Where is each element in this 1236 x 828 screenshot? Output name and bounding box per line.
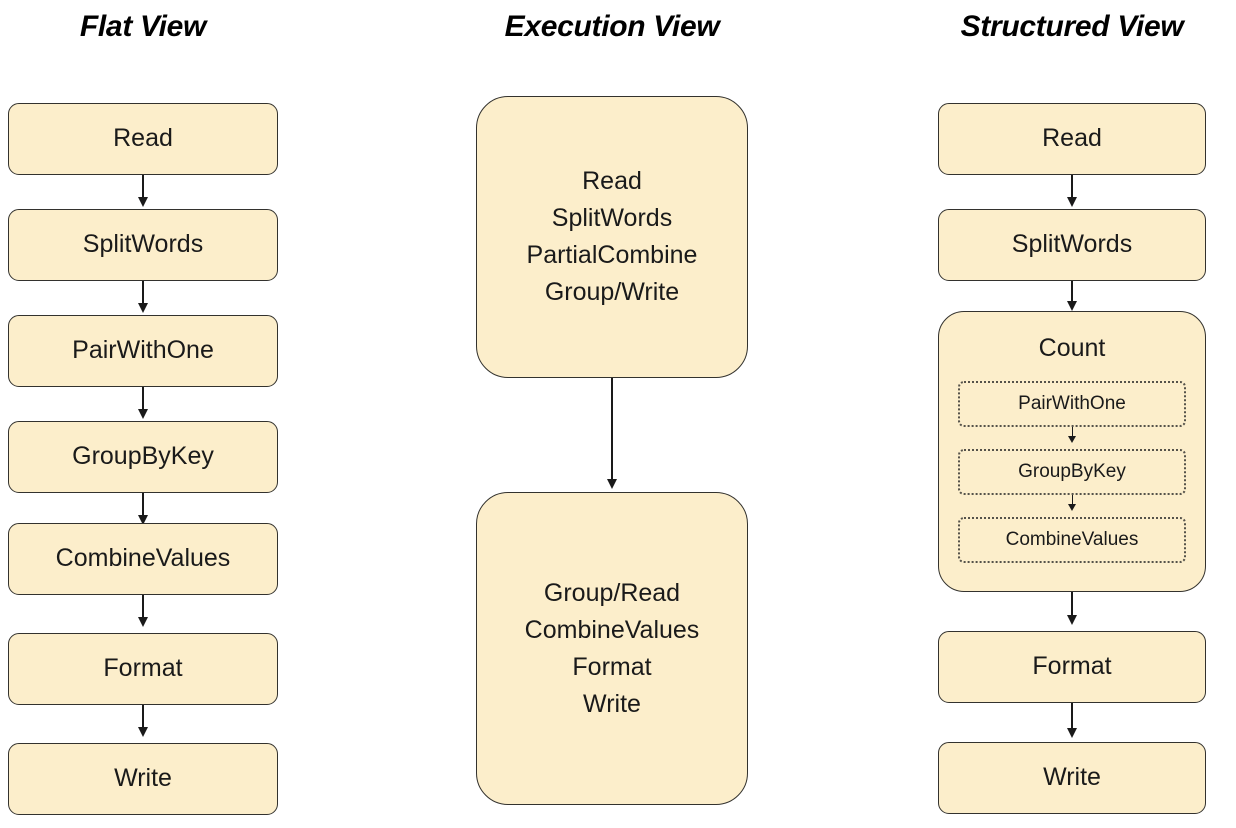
flat-node-format[interactable]: Format [8, 633, 278, 705]
execution-stage-1-line-2: SplitWords [551, 204, 673, 232]
structured-sub-arrowhead-2 [1068, 504, 1076, 511]
flat-edge-groupbykey-combinevalues [142, 493, 144, 521]
structured-subedge-2 [1071, 495, 1073, 509]
structured-subnode-combinevalues[interactable]: CombineValues [958, 517, 1186, 563]
structured-node-read[interactable]: Read [938, 103, 1206, 175]
execution-stage-2-line-4: Write [583, 689, 641, 718]
structured-arrowhead-2 [1066, 301, 1077, 311]
execution-node-stage-1[interactable]: Read SplitWords PartialCombine Group/Wri… [476, 96, 748, 378]
structured-edge-format-write [1071, 703, 1073, 735]
flat-edge-read-splitwords [142, 175, 144, 203]
column-title-structured-view: Structured View [960, 10, 1184, 43]
flat-node-splitwords[interactable]: SplitWords [8, 209, 278, 281]
execution-stage-2-line-2: CombineValues [524, 615, 700, 644]
structured-node-write[interactable]: Write [938, 742, 1206, 814]
execution-stage-1-lines: Read SplitWords PartialCombine Group/Wri… [527, 163, 698, 311]
flat-node-combinevalues[interactable]: CombineValues [8, 523, 278, 595]
structured-group-count-label: Count [1038, 334, 1106, 362]
execution-stage-1-line-1: Read [582, 167, 642, 195]
structured-arrowhead-4 [1066, 728, 1077, 738]
flat-arrowhead-5 [137, 617, 148, 627]
execution-edge-stage1-stage2 [611, 378, 613, 483]
flat-edge-splitwords-pairwithone [142, 281, 144, 309]
execution-stage-1-line-3: PartialCombine [526, 241, 698, 269]
execution-node-stage-2[interactable]: Group/Read CombineValues Format Write [476, 492, 748, 805]
flat-node-write[interactable]: Write [8, 743, 278, 815]
structured-subnode-pairwithone[interactable]: PairWithOne [958, 381, 1186, 427]
execution-stage-2-line-3: Format [572, 652, 652, 681]
execution-arrowhead-1 [606, 479, 617, 489]
structured-edge-read-splitwords [1071, 175, 1073, 203]
structured-arrowhead-3 [1066, 615, 1077, 625]
structured-subedge-1 [1071, 427, 1073, 441]
structured-edge-splitwords-count [1071, 281, 1073, 309]
flat-node-pairwithone[interactable]: PairWithOne [8, 315, 278, 387]
structured-group-count[interactable] [938, 311, 1206, 592]
column-title-flat-view: Flat View [79, 10, 207, 43]
structured-subnode-groupbykey[interactable]: GroupByKey [958, 449, 1186, 495]
flat-arrowhead-2 [137, 303, 148, 313]
flat-edge-pairwithone-groupbykey [142, 387, 144, 415]
structured-arrowhead-1 [1066, 197, 1077, 207]
execution-stage-2-lines: Group/Read CombineValues Format Write [525, 575, 700, 723]
structured-node-format[interactable]: Format [938, 631, 1206, 703]
flat-node-groupbykey[interactable]: GroupByKey [8, 421, 278, 493]
execution-stage-2-line-1: Group/Read [543, 578, 681, 607]
flat-arrowhead-4 [137, 515, 148, 525]
flat-edge-combinevalues-format [142, 595, 144, 623]
flat-edge-format-write [142, 705, 144, 733]
structured-node-splitwords[interactable]: SplitWords [938, 209, 1206, 281]
structured-sub-arrowhead-1 [1068, 436, 1076, 443]
column-title-execution-view: Execution View [504, 10, 720, 43]
flat-arrowhead-3 [137, 409, 148, 419]
flat-arrowhead-6 [137, 727, 148, 737]
flat-node-read[interactable]: Read [8, 103, 278, 175]
flat-arrowhead-1 [137, 197, 148, 207]
structured-edge-count-format [1071, 592, 1073, 620]
execution-stage-1-line-4: Group/Write [544, 278, 680, 306]
